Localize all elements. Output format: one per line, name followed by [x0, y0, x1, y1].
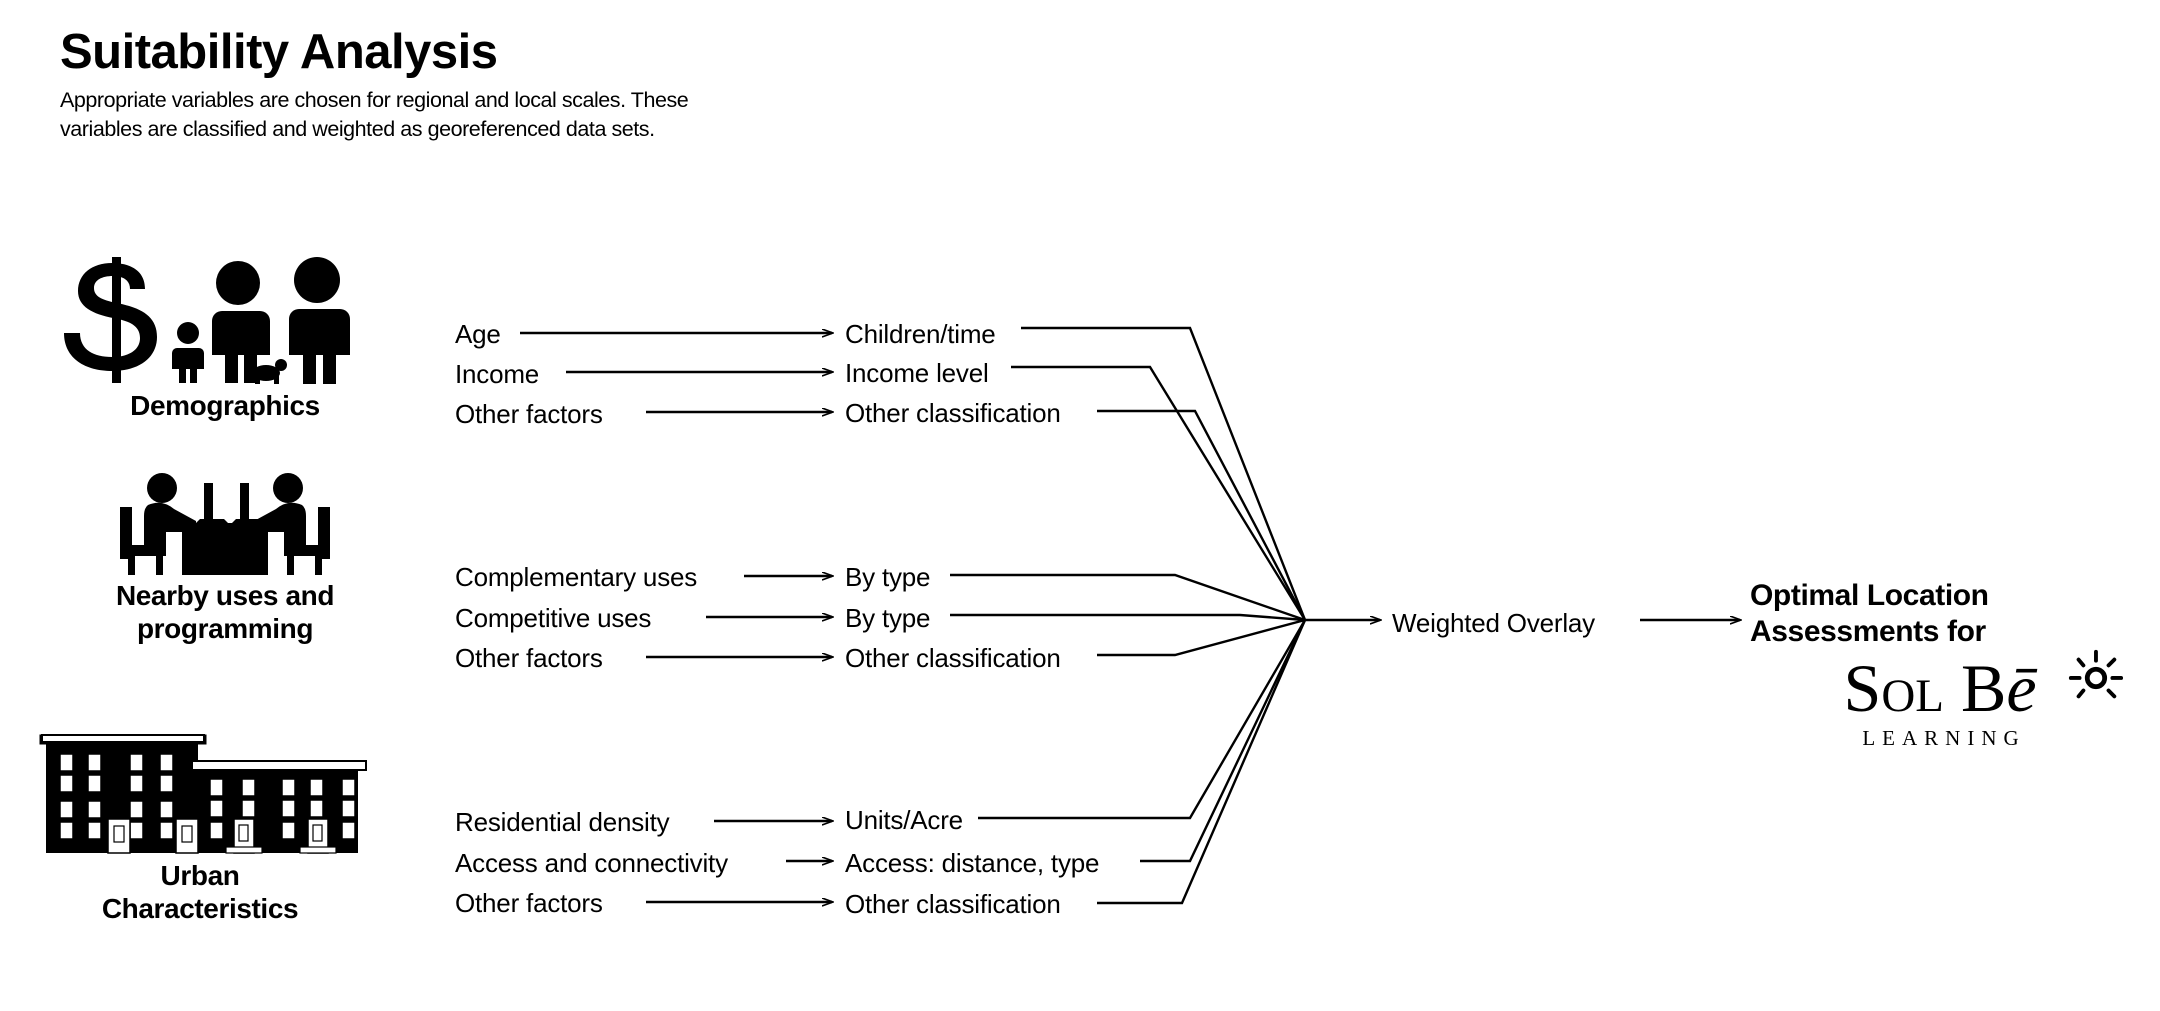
flow-classification: By type [845, 603, 931, 633]
flow-variable: Complementary uses [455, 562, 698, 592]
page-subtitle: Appropriate variables are chosen for reg… [60, 86, 850, 143]
sun-burst-icon [2068, 649, 2124, 699]
logo-ol: OL [1881, 670, 1944, 722]
flow-variable: Income [455, 359, 540, 389]
flow-classification: Other classification [845, 398, 1061, 428]
money-people-icon [45, 255, 405, 385]
category-label-line-1: Nearby uses and [115, 580, 335, 611]
weighted-overlay-label: Weighted Overlay [1392, 608, 1595, 638]
subtitle-line-2: variables are classified and weighted as… [60, 116, 655, 141]
logo-e-macron: ē [2006, 650, 2037, 726]
category-label-urban: Urban Characteristics [20, 859, 380, 925]
flow-variable: Age [455, 319, 501, 349]
outcome-line-1: Optimal Location [1750, 579, 1989, 612]
outcome-line-2: Assessments for [1750, 615, 1986, 648]
rowhouse-buildings-icon [20, 725, 380, 855]
logo-s: S [1843, 650, 1882, 726]
flow-variable: Residential density [455, 807, 670, 837]
page-title: Suitability Analysis [60, 25, 498, 79]
category-nearby-uses: Nearby uses and programming [45, 465, 405, 645]
outcome-text: Optimal Location Assessments for [1750, 578, 2130, 650]
category-label-line-2: programming [136, 613, 314, 645]
flow-classification: Children/time [845, 319, 996, 349]
category-label-nearby-uses: Nearby uses and programming [45, 579, 405, 645]
flow-classification: Other classification [845, 889, 1061, 919]
flow-variable: Other factors [455, 888, 603, 918]
flow-classification: By type [845, 562, 931, 592]
flow-classification: Other classification [845, 643, 1061, 673]
category-label-line-1: Urban [160, 860, 240, 891]
flow-variable: Other factors [455, 643, 603, 673]
flow-variable: Competitive uses [455, 603, 652, 633]
flow-classification: Income level [845, 358, 989, 388]
flow-classification: Access: distance, type [845, 848, 1100, 878]
flow-variable: Access and connectivity [455, 848, 728, 878]
flow-variable: Other factors [455, 399, 603, 429]
solbe-learning-logo: SOL Bē LEARNING [1750, 649, 2130, 764]
logo-tagline: LEARNING [1862, 726, 2026, 750]
outcome-block: Optimal Location Assessments for SOL Bē … [1750, 578, 2130, 764]
header: Suitability Analysis Appropriate variabl… [60, 28, 960, 143]
logo-b: B [1960, 650, 2007, 726]
category-label-demographics: Demographics [130, 390, 320, 421]
category-demographics: Demographics [45, 255, 405, 422]
category-label-line-2: Characteristics [101, 893, 299, 925]
logo-wordmark: SOL Bē [1750, 654, 2130, 722]
category-urban-characteristics: Urban Characteristics [20, 725, 380, 925]
meeting-table-icon [45, 465, 405, 575]
flow-classification: Units/Acre [845, 805, 963, 835]
subtitle-line-1: Appropriate variables are chosen for reg… [60, 88, 689, 112]
